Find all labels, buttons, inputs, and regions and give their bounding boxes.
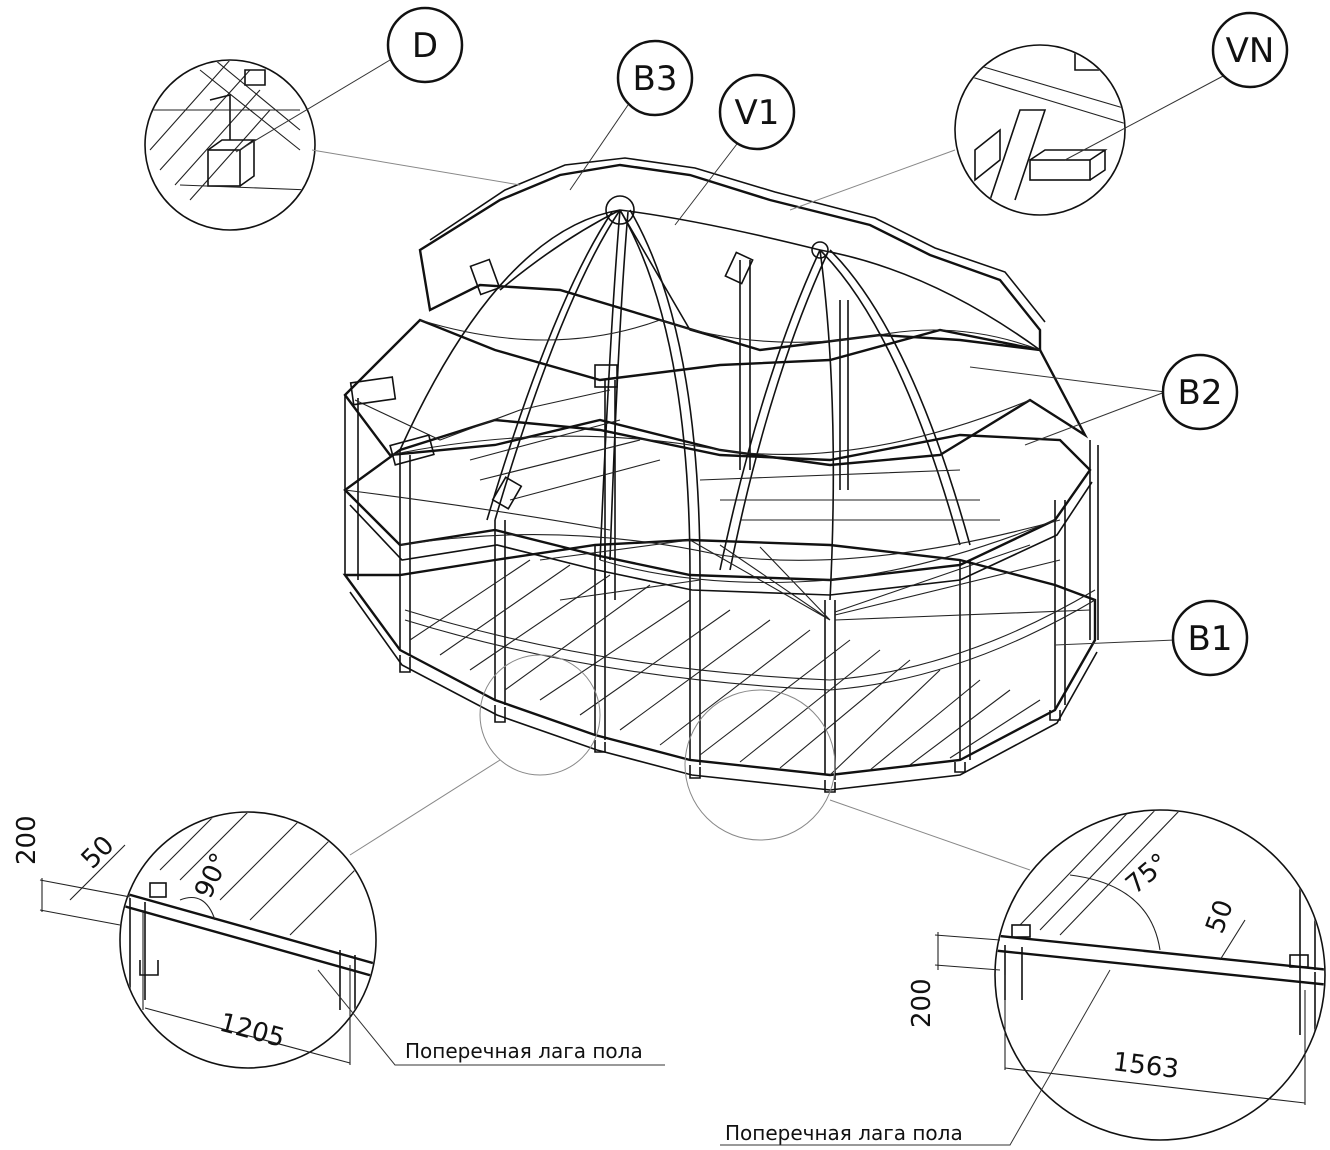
detail-right: 200 50 75° 1563 Поперечная лага пола: [720, 809, 1326, 1146]
left-angle-label: 90°: [189, 849, 236, 903]
right-width-dim: 50: [1200, 896, 1240, 937]
dome-ribs: [399, 209, 1041, 601]
base-ring: [342, 538, 1097, 777]
floor-joists: [409, 419, 1091, 776]
top-ring: [418, 163, 1042, 352]
left-width-dim: 50: [76, 830, 121, 875]
detail-d: [144, 59, 521, 231]
detail-source-left: [479, 654, 601, 776]
callout-v1: V1: [674, 73, 796, 226]
callout-d: D: [235, 6, 464, 153]
callout-b1-label: B1: [1188, 619, 1233, 659]
dome-frame: [342, 157, 1099, 793]
callout-b1: B1: [1054, 599, 1249, 677]
callout-v1-label: V1: [735, 93, 780, 133]
detail-source-right: [684, 689, 836, 841]
vertical-posts: [344, 260, 1099, 780]
callout-b3-label: B3: [633, 59, 678, 99]
left-note: Поперечная лага пола: [405, 1039, 643, 1063]
right-angle-label: 75°: [1120, 848, 1175, 901]
callout-vn-label: VN: [1226, 31, 1275, 71]
braces: [344, 319, 1096, 691]
gusset-plates: [349, 251, 754, 510]
detail-left: 200 50 90° 1205 Поперечная лага пола: [12, 811, 665, 1069]
left-span-dim: 1205: [216, 1008, 288, 1054]
callout-b2: B2: [969, 353, 1239, 446]
feet: [399, 655, 1061, 793]
right-span-dim: 1563: [1111, 1047, 1180, 1085]
callout-b2-label: B2: [1178, 373, 1223, 413]
right-height-dim: 200: [907, 978, 937, 1028]
callout-b3: B3: [569, 39, 694, 191]
callout-d-label: D: [412, 26, 438, 66]
right-note: Поперечная лага пола: [725, 1121, 963, 1145]
detail-vn: [789, 44, 1126, 216]
callout-vn: VN: [1064, 11, 1289, 161]
left-height-dim: 200: [12, 815, 42, 865]
upper-ring: [343, 318, 1089, 467]
